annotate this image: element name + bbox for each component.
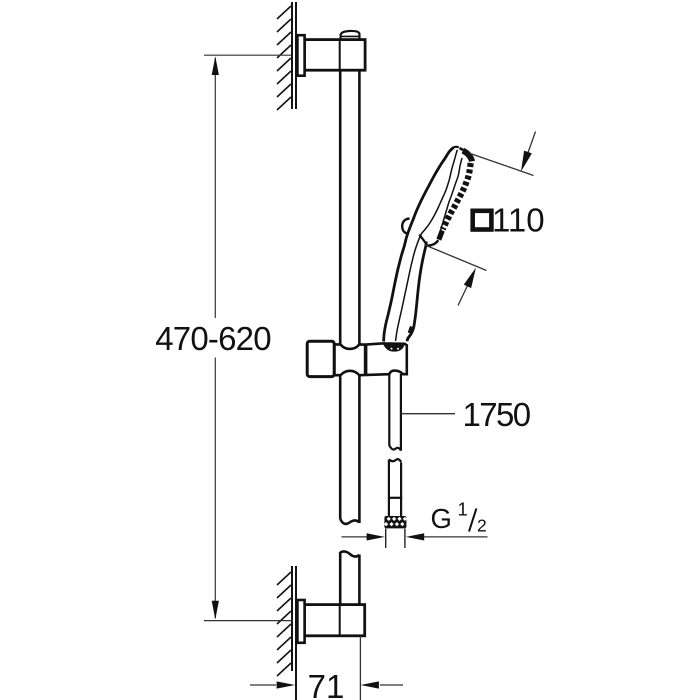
svg-text:71: 71 — [308, 668, 345, 700]
svg-text:G: G — [431, 503, 452, 534]
svg-text:470-620: 470-620 — [155, 320, 271, 357]
svg-text:2: 2 — [477, 516, 487, 536]
svg-text:1: 1 — [458, 499, 468, 520]
svg-text:1750: 1750 — [463, 396, 531, 433]
svg-text:110: 110 — [492, 202, 545, 239]
